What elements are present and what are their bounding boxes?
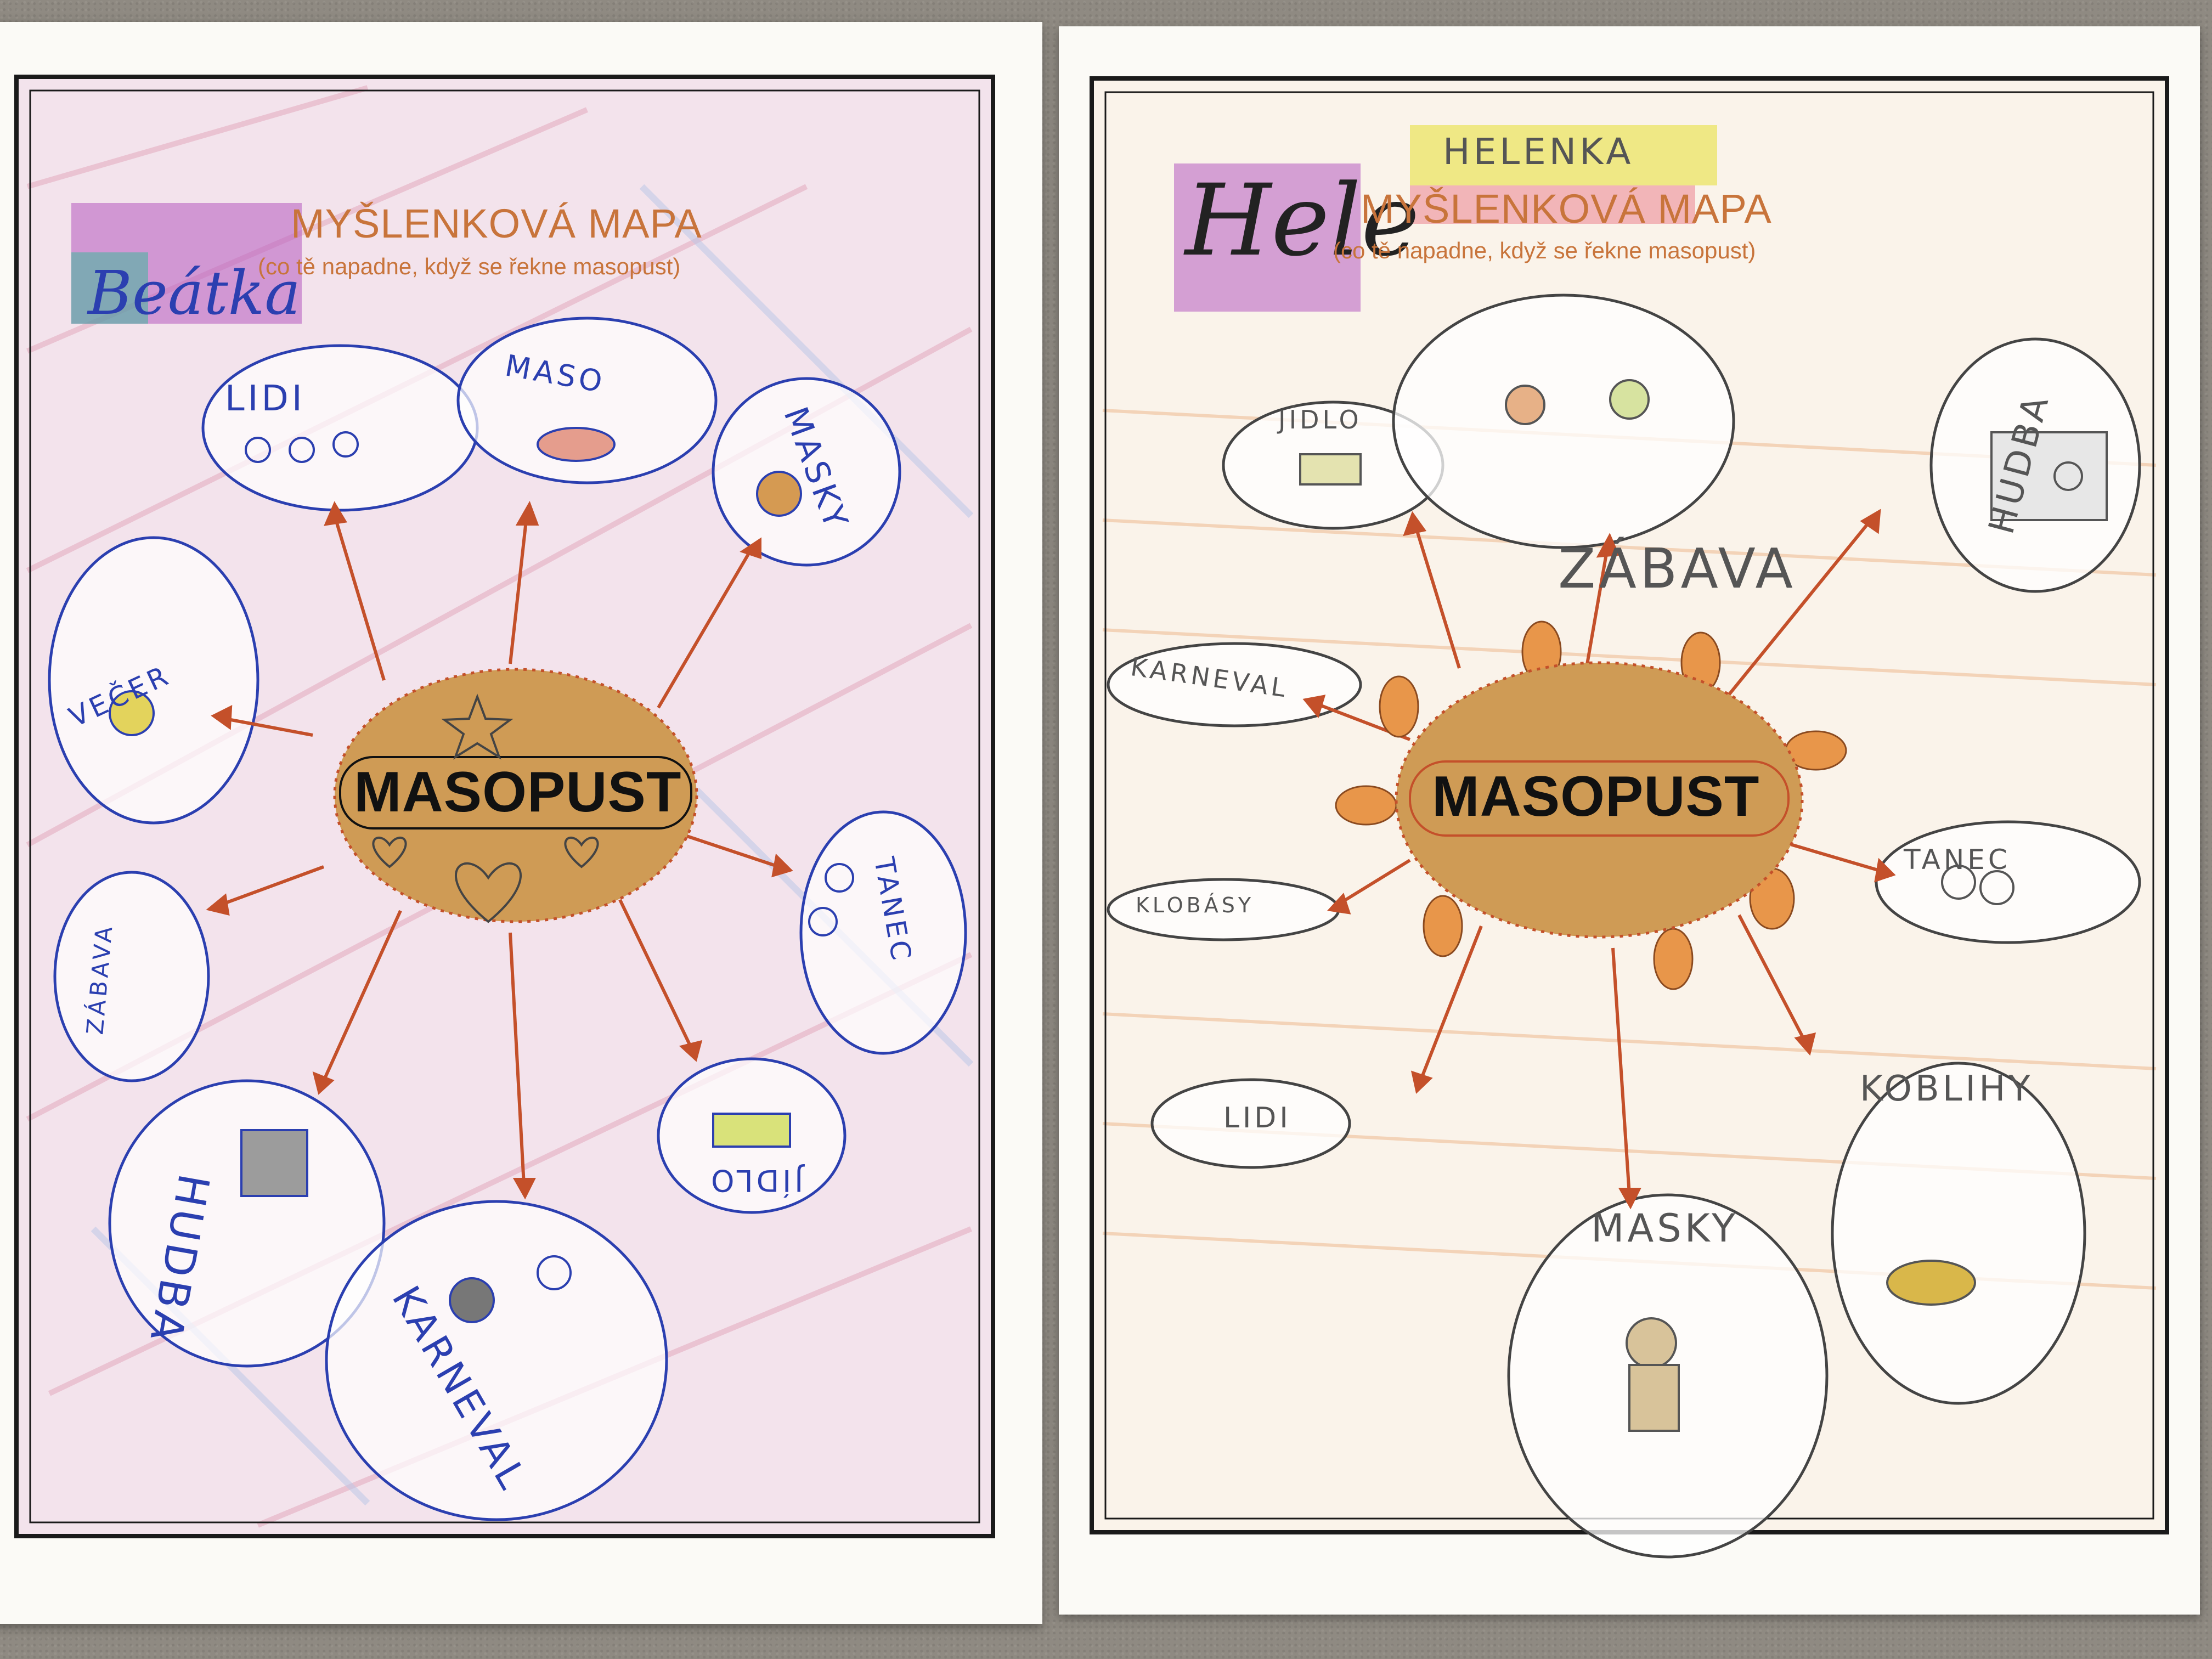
child-name-script: Hele — [1185, 163, 1420, 278]
bubble-klobasy: KLOBÁSY — [1136, 893, 1255, 917]
right-worksheet: Hele HELENKA MYŠLENKOVÁ MAPA (co tě napa… — [1059, 26, 2200, 1615]
bubble-jidlo: JÍDLO — [1278, 405, 1362, 435]
bubble-tanec: TANEC — [1904, 844, 2011, 876]
right-sheet-drawing — [1090, 76, 2169, 1559]
child-name: Beátka — [88, 258, 301, 328]
bubble-lidi: LIDI — [225, 379, 306, 419]
left-sheet-drawing — [14, 75, 995, 1538]
worksheet-subtitle: (co tě napadne, když se řekne masopust) — [258, 253, 681, 279]
worksheet-title: MYŠLENKOVÁ MAPA — [291, 201, 702, 246]
child-name-caps: HELENKA — [1443, 131, 1634, 173]
worksheet-subtitle: (co tě napadne, když se řekne masopust) — [1333, 238, 1756, 263]
center-topic: MASOPUST — [1432, 765, 1760, 828]
bubble-jidlo: JÍDLO — [708, 1163, 804, 1198]
left-worksheet: MYŠLENKOVÁ MAPA (co tě napadne, když se … — [0, 22, 1042, 1624]
worksheet-title: MYŠLENKOVÁ MAPA — [1361, 186, 1772, 232]
center-topic: MASOPUST — [354, 760, 682, 824]
bubble-kobliny: KOBLIHY — [1860, 1069, 2034, 1109]
bubble-masky: MASKY — [1591, 1206, 1739, 1251]
bubble-zabava: ZÁBAVA — [1558, 537, 1796, 601]
bubble-lidi: LIDI — [1223, 1102, 1291, 1135]
